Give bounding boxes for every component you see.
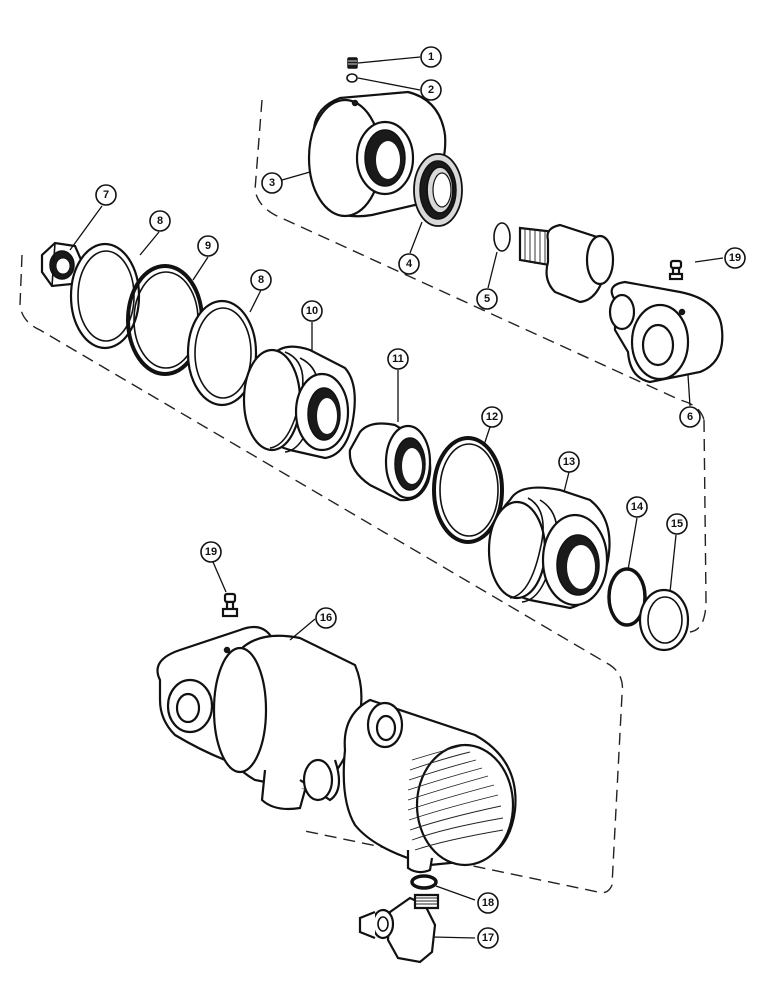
callout-19-top: 19: [724, 247, 746, 269]
callout-8-left-label: 8: [157, 215, 163, 227]
callout-13-label: 13: [563, 456, 575, 468]
part-8-backup-ring-right: [186, 299, 258, 407]
callout-11-label: 11: [392, 353, 404, 365]
callout-5: 5: [476, 288, 498, 310]
part-4-seal: [413, 153, 463, 227]
part-13-bearing: [487, 486, 611, 610]
callout-6-label: 6: [687, 411, 693, 423]
callout-19-lower-label: 19: [205, 546, 217, 558]
part-11-spacer: [348, 422, 432, 502]
callout-7-label: 7: [103, 189, 109, 201]
leader-lines: [69, 56, 724, 939]
callout-2: 2: [420, 79, 442, 101]
callout-17-label: 17: [482, 932, 494, 944]
dashed-outline-right-edge: [689, 419, 707, 633]
callout-15: 15: [666, 513, 688, 535]
part-16-cylinder-body: [156, 625, 517, 874]
callout-8-right: 8: [250, 269, 272, 291]
part-19-grease-fitting-top: [668, 259, 684, 281]
part-15-seal: [638, 588, 690, 652]
piston-rod: [518, 223, 615, 304]
callout-9-label: 9: [205, 240, 211, 252]
part-14-o-ring: [607, 567, 647, 627]
callout-12: 12: [481, 406, 503, 428]
callout-9: 9: [197, 235, 219, 257]
part-10-piston: [242, 345, 356, 460]
part-2-ball: [346, 73, 358, 83]
callout-12-label: 12: [486, 411, 498, 423]
callout-8-left: 8: [149, 210, 171, 232]
callout-10-label: 10: [306, 305, 318, 317]
callout-15-label: 15: [671, 518, 683, 530]
part-6-rod-eye: [608, 280, 724, 384]
callout-5-label: 5: [484, 293, 490, 305]
callout-1-label: 1: [428, 51, 434, 63]
callout-1: 1: [420, 46, 442, 68]
dashed-outline-head-group: [254, 99, 705, 421]
part-8-backup-ring-left: [69, 242, 141, 350]
callout-3: 3: [261, 172, 283, 194]
callout-18-label: 18: [482, 897, 494, 909]
callout-2-label: 2: [428, 84, 434, 96]
dashed-outline-piston-group: [19, 254, 624, 894]
callout-13: 13: [558, 451, 580, 473]
callout-14: 14: [626, 496, 648, 518]
callout-18: 18: [477, 892, 499, 914]
part-12-o-ring: [432, 436, 504, 544]
callout-14-label: 14: [631, 501, 644, 513]
callout-19-top-label: 19: [729, 252, 741, 264]
part-17-elbow-fitting: [358, 893, 440, 964]
callout-10: 10: [301, 300, 323, 322]
part-7-lock-nut: [40, 241, 84, 288]
part-1-set-screw: [347, 57, 358, 69]
callout-8-right-label: 8: [258, 274, 264, 286]
callout-11: 11: [387, 348, 409, 370]
part-5-snap-ring: [493, 222, 511, 252]
part-18-o-ring: [410, 874, 438, 890]
callout-19-lower: 19: [200, 541, 222, 563]
part-3-head: [307, 90, 447, 218]
callout-7: 7: [95, 184, 117, 206]
callout-3-label: 3: [269, 177, 275, 189]
callout-4: 4: [398, 253, 420, 275]
part-19-grease-fitting-lower: [221, 592, 239, 618]
callout-16-label: 16: [320, 612, 332, 624]
callout-4-label: 4: [406, 258, 413, 270]
callout-16: 16: [315, 607, 337, 629]
callout-6: 6: [679, 406, 701, 428]
callout-17: 17: [477, 927, 499, 949]
